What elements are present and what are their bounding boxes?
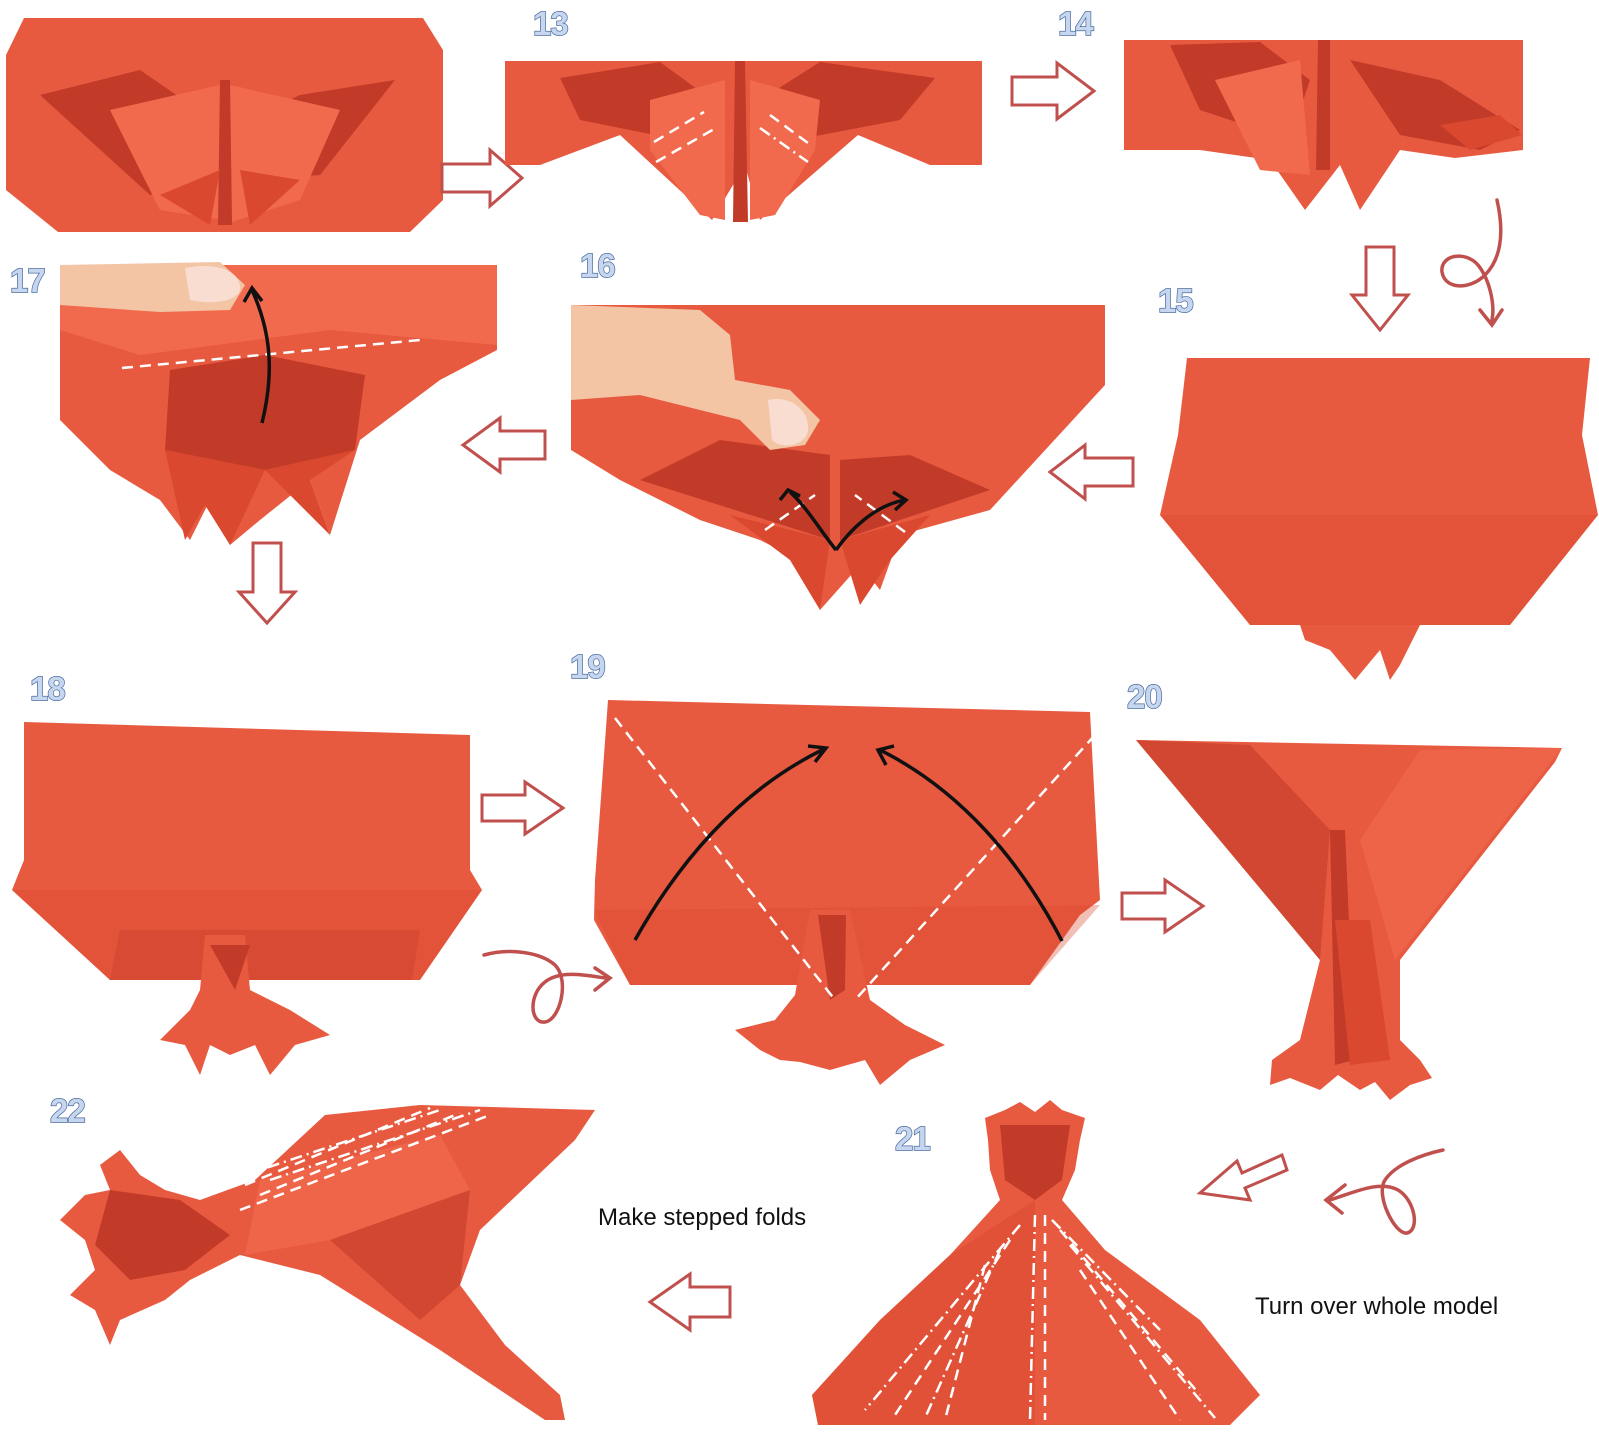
step-number: 17 [10, 262, 45, 299]
flow-arrow-21-to-22 [650, 1274, 730, 1330]
step-20: 20 [1127, 678, 1562, 1100]
flow-arrow-14-to-15 [1352, 247, 1408, 330]
flow-arrow-17-to-18 [239, 543, 295, 623]
step-number: 21 [895, 1120, 930, 1157]
flow-arrow-15-to-16 [1050, 445, 1133, 499]
turn-over-icon [1442, 200, 1502, 325]
step-number: 15 [1158, 282, 1193, 319]
turn-over-icon [484, 952, 610, 1023]
step-21: 21 [812, 1100, 1260, 1425]
step-18: 18 [12, 670, 482, 1075]
step-12-photo [6, 18, 443, 232]
step-number: 13 [533, 5, 568, 42]
caption-turn-over-whole-model: Turn over whole model [1255, 1293, 1498, 1320]
step-number: 22 [50, 1092, 85, 1129]
caption-make-stepped-folds: Make stepped folds [598, 1204, 806, 1231]
step-13: 13 [505, 5, 982, 222]
step-number: 16 [580, 247, 615, 284]
step-number: 14 [1058, 5, 1094, 42]
step-22: 22 [50, 1092, 595, 1420]
step-16: 16 [571, 247, 1105, 610]
flow-arrow-20-to-21 [1200, 1155, 1287, 1200]
step-number: 18 [30, 670, 65, 707]
flow-arrow-13-to-14 [1012, 63, 1094, 119]
flow-arrow-18-to-19 [482, 782, 563, 834]
step-number: 20 [1127, 678, 1162, 715]
turn-over-icon [1326, 1150, 1443, 1233]
step-15: 15 [1158, 282, 1598, 680]
flow-arrow-19-to-20 [1122, 880, 1203, 932]
flow-arrow-16-to-17 [463, 418, 545, 472]
step-19: 19 [570, 648, 1100, 1085]
step-number: 19 [570, 648, 605, 685]
step-17: 17 [10, 262, 497, 545]
step-14: 14 [1058, 5, 1523, 210]
